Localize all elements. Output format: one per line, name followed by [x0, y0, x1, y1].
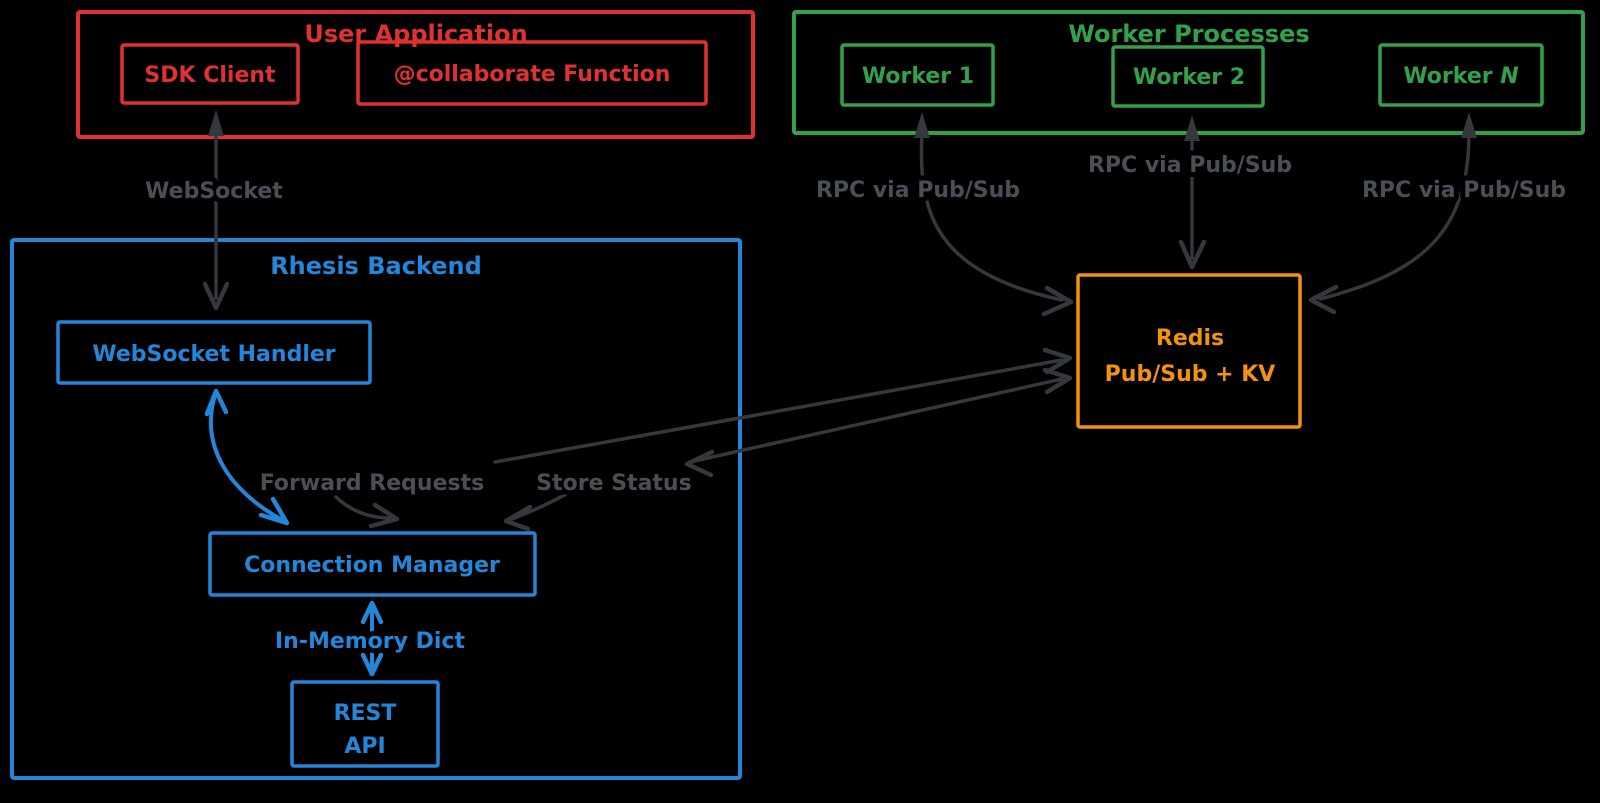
user-application-container: User Application SDK Client @collaborate… — [76, 10, 755, 139]
store-status-edge-line — [688, 377, 1064, 464]
collaborate-function-border — [356, 40, 708, 106]
edge-websocket-handler-connection-manager — [208, 390, 284, 522]
rest-api-border — [290, 680, 440, 768]
sdk-client-label: SDK Client — [144, 63, 276, 88]
store-status-left-arrowhead — [684, 449, 715, 478]
edge-store-status-to-redis — [510, 377, 1064, 521]
worker-2-border — [1111, 45, 1265, 108]
rpc-worker-n-edge-line — [1318, 130, 1471, 301]
connection-manager-border — [208, 531, 537, 597]
forward-requests-hook-line — [334, 495, 392, 520]
node-worker-2: Worker 2 — [1111, 45, 1265, 108]
connection-manager-label: Connection Manager — [244, 553, 500, 578]
rpc-worker-n-up-arrowhead — [1461, 112, 1477, 138]
store-status-redis-arrowhead — [1042, 367, 1073, 395]
node-rest-api: REST API — [290, 680, 440, 768]
websocket-handler-border — [56, 320, 372, 385]
store-status-hook-arrowhead — [503, 504, 533, 532]
worker-n-label: Worker N — [1403, 64, 1518, 89]
node-worker-1: Worker 1 — [840, 43, 995, 107]
worker-1-border — [840, 43, 995, 107]
worker-1-label: Worker 1 — [862, 64, 974, 89]
user-application-border — [76, 10, 755, 139]
websocket-up-arrowhead — [208, 110, 224, 136]
forward-requests-hook-arrowhead — [368, 502, 400, 529]
rhesis-backend-container: Rhesis Backend WebSocket Handler Connect… — [10, 238, 742, 780]
rhesis-backend-border — [10, 238, 742, 780]
node-connection-manager: Connection Manager — [208, 531, 537, 597]
rpc-worker-n-edge-label: RPC via Pub/Sub — [1362, 178, 1566, 203]
redis-label-line2: Pub/Sub + KV — [1105, 362, 1276, 387]
in-memory-dict-up-arrowhead — [360, 600, 384, 625]
redis-border — [1076, 273, 1302, 429]
in-memory-dict-edge-label: In-Memory Dict — [275, 629, 466, 654]
worker-n-label-prefix: Worker — [1403, 64, 1500, 89]
node-collaborate-function: @collaborate Function — [356, 40, 708, 106]
rpc-worker-2-up-arrowhead — [1184, 115, 1200, 141]
rpc-worker-2-edge-label: RPC via Pub/Sub — [1088, 153, 1292, 178]
worker-2-label: Worker 2 — [1133, 65, 1245, 90]
sdk-client-border — [120, 43, 300, 105]
node-redis: Redis Pub/Sub + KV — [1076, 273, 1302, 429]
rpc-worker-2-redis-arrowhead — [1178, 239, 1207, 270]
rpc-worker-1-up-arrowhead — [914, 112, 930, 138]
rpc-worker-n-redis-arrowhead — [1308, 284, 1339, 315]
node-worker-n: Worker N — [1378, 43, 1544, 107]
handler-manager-edge-line — [208, 390, 284, 522]
edge-rpc-worker-n — [1318, 130, 1471, 301]
rest-api-label-line1: REST — [334, 701, 397, 726]
rpc-worker-1-edge-line — [919, 130, 1064, 302]
rest-api-label-line2: API — [344, 734, 385, 759]
worker-processes-container: Worker Processes Worker 1 Worker 2 Worke… — [792, 10, 1585, 135]
collaborate-function-label: @collaborate Function — [394, 62, 671, 87]
edge-rpc-worker-1 — [919, 130, 1064, 302]
rpc-worker-1-redis-arrowhead — [1041, 285, 1074, 317]
forward-requests-edge-line — [493, 358, 1064, 464]
store-status-edge-label: Store Status — [536, 471, 691, 496]
worker-n-label-suffix: N — [1500, 64, 1518, 89]
worker-processes-title: Worker Processes — [1068, 20, 1309, 48]
node-websocket-handler: WebSocket Handler — [56, 320, 372, 385]
handler-manager-up-arrowhead — [204, 388, 229, 417]
rhesis-backend-title: Rhesis Backend — [270, 252, 482, 280]
forward-requests-redis-arrowhead — [1042, 347, 1073, 375]
worker-n-border — [1378, 43, 1544, 107]
redis-label-line1: Redis — [1156, 326, 1224, 351]
arrowheads — [202, 110, 1477, 677]
websocket-down-arrowhead — [202, 281, 230, 311]
in-memory-dict-down-arrowhead — [360, 652, 384, 677]
websocket-edge-label: WebSocket — [145, 179, 283, 204]
node-sdk-client: SDK Client — [120, 43, 300, 105]
user-application-title: User Application — [304, 20, 527, 48]
websocket-handler-label: WebSocket Handler — [92, 342, 335, 367]
forward-requests-edge-label: Forward Requests — [260, 471, 484, 496]
handler-manager-down-arrowhead — [258, 496, 290, 526]
rpc-worker-1-edge-label: RPC via Pub/Sub — [816, 178, 1020, 203]
edge-forward-requests-to-redis — [334, 358, 1064, 520]
